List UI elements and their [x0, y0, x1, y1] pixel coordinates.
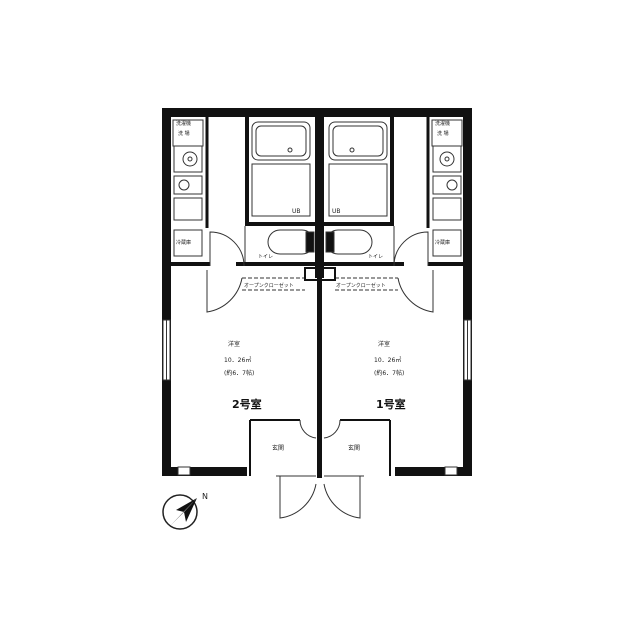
- unit-2-fridge-label: 冷蔵庫: [176, 239, 191, 246]
- north-arrow-icon: N: [162, 492, 208, 530]
- unit-1-labels: 洗濯機 洗 場 冷蔵庫 UB トイレ オープンクローゼット 洋室 10．26㎡ …: [332, 120, 450, 452]
- unit-1-toilet-label: トイレ: [368, 254, 383, 260]
- unit-1-fridge-label: 冷蔵庫: [435, 239, 450, 246]
- mid-walls: [162, 262, 472, 266]
- unit-1-washer-label: 洗濯機: [435, 120, 450, 127]
- unit-2-labels: 洗濯機 洗 場 冷蔵庫 UB トイレ オープンクローゼット 洋室 10．26㎡ …: [176, 120, 301, 452]
- unit-2-washer-label: 洗濯機: [176, 120, 191, 127]
- unit-1-area: 10．26㎡: [374, 356, 401, 364]
- center-partition: [315, 108, 324, 478]
- unit-bath-walls: [245, 117, 394, 226]
- closet-corner: [304, 267, 336, 281]
- kitchen-walls: [205, 117, 430, 228]
- door-swings: [206, 231, 434, 519]
- kitchen-fixtures: [172, 119, 463, 257]
- unit-2-toilet-label: トイレ: [258, 254, 273, 260]
- unit-2-name: 2号室: [232, 397, 262, 411]
- unit-2-closet-label: オープンクローゼット: [244, 282, 294, 289]
- unit-2-entrance-label: 玄関: [272, 444, 284, 452]
- unit-2-wash-room-label: 洗 場: [178, 130, 190, 137]
- entrance-doors: [299, 419, 341, 439]
- windows: [162, 319, 472, 476]
- unit-1-tatami: (約6．7帖): [374, 369, 404, 377]
- entrance-walls: [249, 419, 391, 476]
- unit-1-closet-label: オープンクローゼット: [336, 282, 386, 289]
- north-label: N: [202, 492, 208, 501]
- unit-2-bath-label: UB: [292, 208, 301, 215]
- unit-2-tatami: (約6．7帖): [224, 369, 254, 377]
- unit-2-area: 10．26㎡: [224, 356, 251, 364]
- unit-1-name: 1号室: [376, 397, 406, 411]
- toilet-area: [244, 226, 395, 262]
- unit-2-room-type: 洋室: [228, 340, 240, 348]
- closet-lines: [242, 277, 398, 291]
- unit-bath-fixtures: [251, 121, 388, 217]
- unit-1-room-type: 洋室: [378, 340, 390, 348]
- unit-1-bath-label: UB: [332, 208, 341, 215]
- unit-1-wash-room-label: 洗 場: [437, 130, 449, 137]
- unit-1-entrance-label: 玄関: [348, 444, 360, 452]
